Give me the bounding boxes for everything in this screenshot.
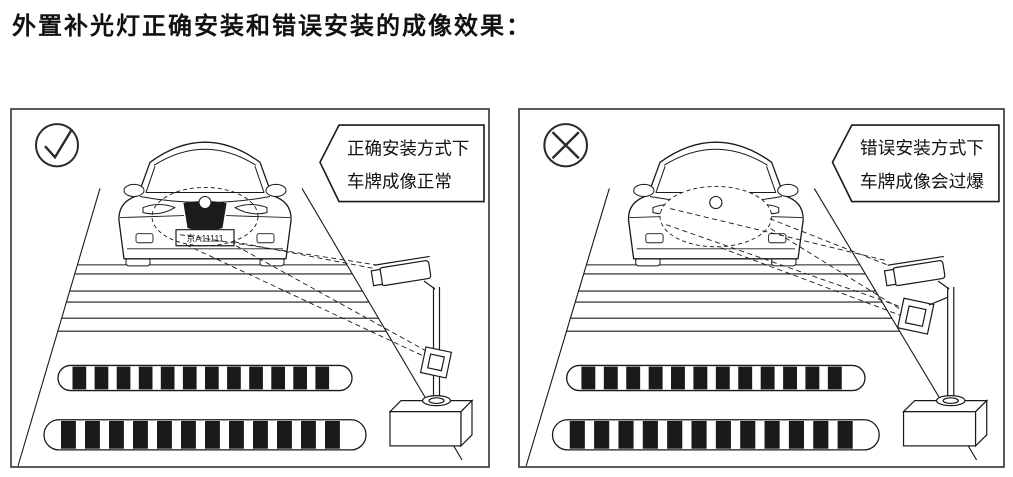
striped-road-marking [551, 419, 880, 451]
license-plate-text: 京A11111 [186, 233, 223, 244]
car-headlight-right [234, 204, 268, 215]
car-front-view: 京A11111 [118, 141, 292, 267]
callout-box: 错误安装方式下 车牌成像会过爆 [831, 124, 1000, 203]
camera-assembly [883, 255, 989, 448]
car-logo [709, 195, 723, 210]
road-edge-left [17, 188, 101, 467]
car-foglamp-left [645, 233, 664, 244]
callout-text-line2: 车牌成像会过爆 [860, 172, 984, 192]
cross-icon [543, 123, 589, 168]
sight-lines [665, 208, 904, 317]
car-foglamp-left [135, 233, 154, 244]
car-mirror-right [265, 183, 287, 197]
incorrect-installation-diagram: 错误安装方式下 车牌成像会过爆 [518, 108, 1005, 468]
car-mirror-right [777, 183, 799, 197]
striped-road-marking [43, 419, 367, 451]
camera-head [370, 255, 432, 287]
striped-road-marking [57, 364, 353, 392]
car-windshield [145, 166, 265, 193]
car-mirror-left [633, 183, 655, 197]
callout-text-line1: 正确安装方式下 [347, 138, 469, 158]
car-logo [198, 195, 212, 210]
light-coverage-ellipse [151, 186, 259, 247]
camera-lens [883, 268, 897, 287]
sight-lines [179, 234, 426, 356]
car-mirror-left [123, 183, 145, 197]
fill-light [419, 346, 453, 379]
check-icon [35, 123, 79, 168]
panel-correct-installation: 京A11111 正确安装方式下 车牌成像正常 [10, 108, 490, 468]
fill-light [896, 297, 935, 335]
car-foglamp-right [256, 233, 275, 244]
overexposed-area [659, 185, 773, 248]
camera-head [883, 255, 946, 287]
page-title: 外置补光灯正确安装和错误安装的成像效果： [12, 13, 532, 40]
car-front-view [627, 141, 804, 267]
callout-box: 正确安装方式下 车牌成像正常 [319, 124, 485, 203]
callout-text-line1: 错误安装方式下 [860, 138, 984, 158]
camera-lens [370, 268, 384, 287]
callout-text-line2: 车牌成像正常 [347, 171, 452, 191]
panel-incorrect-installation: 错误安装方式下 车牌成像会过爆 [518, 108, 1005, 468]
striped-road-marking [566, 364, 866, 392]
camera-assembly [370, 255, 474, 448]
correct-installation-diagram: 京A11111 正确安装方式下 车牌成像正常 [10, 108, 490, 468]
car-headlight-left [142, 204, 176, 215]
road-edge-left [525, 188, 610, 467]
